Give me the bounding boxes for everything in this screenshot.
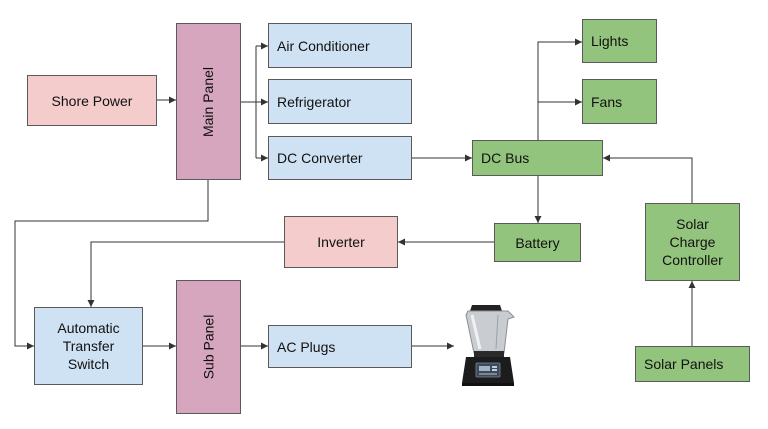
main-panel-node: Main Panel — [176, 23, 241, 180]
solar-panels-node: Solar Panels — [635, 346, 750, 382]
dc-converter-node: DC Converter — [268, 136, 412, 180]
battery-node: Battery — [494, 223, 581, 262]
dc-bus-node: DC Bus — [472, 140, 603, 176]
edge-main-to-ats — [14, 180, 209, 350]
shore-power-label: Shore Power — [51, 92, 133, 109]
dc-bus-label: DC Bus — [481, 150, 530, 166]
edge-inverter-to-ats — [87, 241, 284, 307]
lights-label: Lights — [591, 33, 629, 49]
blender-icon — [462, 305, 515, 386]
inverter-node: Inverter — [284, 216, 398, 268]
solar-panels-label: Solar Panels — [644, 356, 724, 372]
refrigerator-label: Refrigerator — [277, 93, 351, 110]
automatic-transfer-switch-node: Automatic Transfer Switch — [34, 307, 143, 385]
solar-charge-controller-label: Solar Charge Controller — [662, 216, 723, 268]
ac-plugs-label: AC Plugs — [277, 338, 336, 355]
shore-power-node: Shore Power — [27, 75, 157, 126]
automatic-transfer-switch-label: Automatic Transfer Switch — [57, 320, 120, 372]
edge-dcbus-to-lights — [537, 38, 582, 140]
solar-charge-controller-node: Solar Charge Controller — [645, 203, 740, 281]
fans-label: Fans — [591, 93, 623, 110]
edge-scc-to-dcbus — [603, 154, 693, 203]
sub-panel-node: Sub Panel — [176, 280, 241, 414]
fans-node: Fans — [582, 79, 657, 124]
edge-main-bus — [241, 46, 257, 158]
refrigerator-node: Refrigerator — [268, 79, 412, 124]
lights-node: Lights — [582, 19, 657, 63]
battery-label: Battery — [515, 234, 560, 251]
ac-plugs-node: AC Plugs — [268, 325, 412, 368]
inverter-label: Inverter — [317, 234, 365, 250]
sub-panel-label: Sub Panel — [200, 314, 217, 380]
air-conditioner-label: Air Conditioner — [277, 37, 370, 54]
main-panel-label: Main Panel — [200, 66, 217, 137]
dc-converter-label: DC Converter — [277, 150, 363, 166]
air-conditioner-node: Air Conditioner — [268, 23, 412, 68]
